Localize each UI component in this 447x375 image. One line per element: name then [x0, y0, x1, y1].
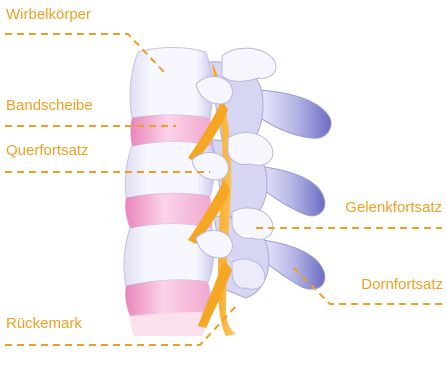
label-bandscheibe: Bandscheibe: [6, 98, 93, 113]
label-wirbelkoerper: Wirbelkörper: [6, 7, 91, 22]
label-rueckenmark: Rückemark: [6, 316, 82, 331]
intervertebral-disc-2: [125, 193, 212, 228]
vertebral-body-partial: [130, 312, 207, 336]
label-gelenkfortsatz: Gelenkfortsatz: [345, 200, 442, 215]
spinous-process-1: [255, 90, 331, 138]
label-querfortsatz: Querfortsatz: [6, 143, 89, 158]
intervertebral-disc-3: [125, 280, 210, 316]
articular-process-2: [228, 133, 273, 166]
label-dornfortsatz: Dornfortsatz: [361, 277, 443, 292]
articular-process-1: [222, 48, 276, 81]
articular-process-3: [232, 208, 273, 239]
